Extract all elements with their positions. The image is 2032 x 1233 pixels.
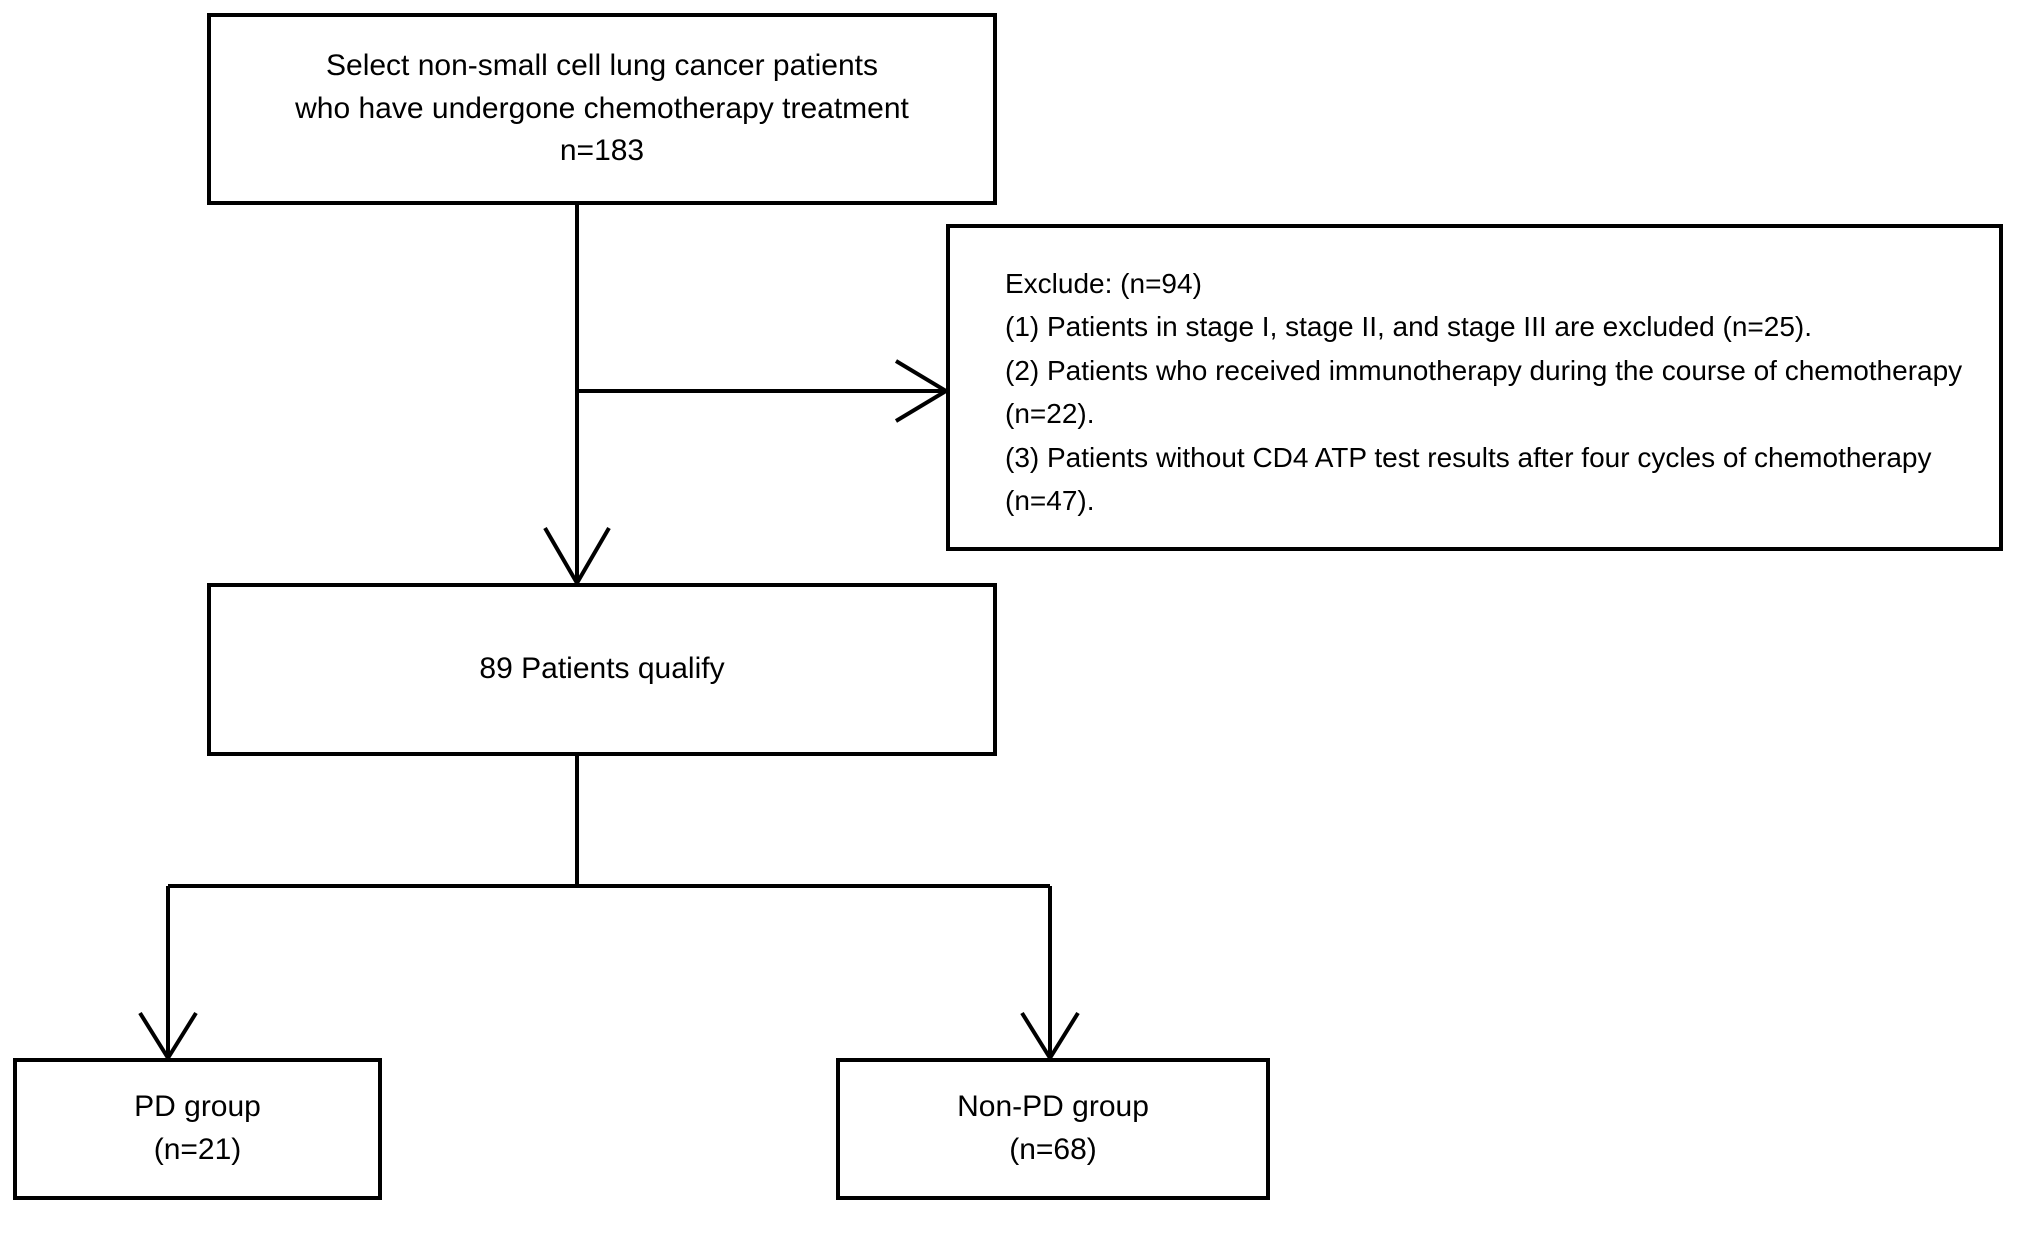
box-exclusions: Exclude: (n=94) (1) Patients in stage I,… bbox=[946, 224, 2003, 551]
exclusions-heading: Exclude: (n=94) bbox=[1005, 268, 1202, 299]
pd-group-label: PD group bbox=[134, 1090, 261, 1124]
enrollment-line-1: Select non-small cell lung cancer patien… bbox=[326, 49, 878, 83]
non-pd-group-count: (n=68) bbox=[1009, 1133, 1097, 1166]
exclusion-item-3: (3) Patients without CD4 ATP test result… bbox=[1005, 441, 1932, 516]
enrollment-line-2: who have undergone chemotherapy treatmen… bbox=[295, 91, 909, 125]
box-pd-group: PD group (n=21) bbox=[13, 1058, 382, 1200]
exclusion-item-1: (1) Patients in stage I, stage II, and s… bbox=[1005, 311, 1813, 343]
pd-group-count: (n=21) bbox=[153, 1133, 242, 1166]
box-non-pd-group: Non-PD group (n=68) bbox=[836, 1058, 1270, 1200]
box-enrollment: Select non-small cell lung cancer patien… bbox=[207, 13, 997, 205]
exclusion-item-2: (2) Patients who received immunotherapy … bbox=[1005, 354, 1963, 430]
non-pd-group-label: Non-PD group bbox=[957, 1090, 1149, 1124]
qualify-label: 89 Patients qualify bbox=[479, 652, 725, 686]
enrollment-count: n=183 bbox=[559, 134, 645, 168]
box-qualify: 89 Patients qualify bbox=[207, 583, 997, 756]
